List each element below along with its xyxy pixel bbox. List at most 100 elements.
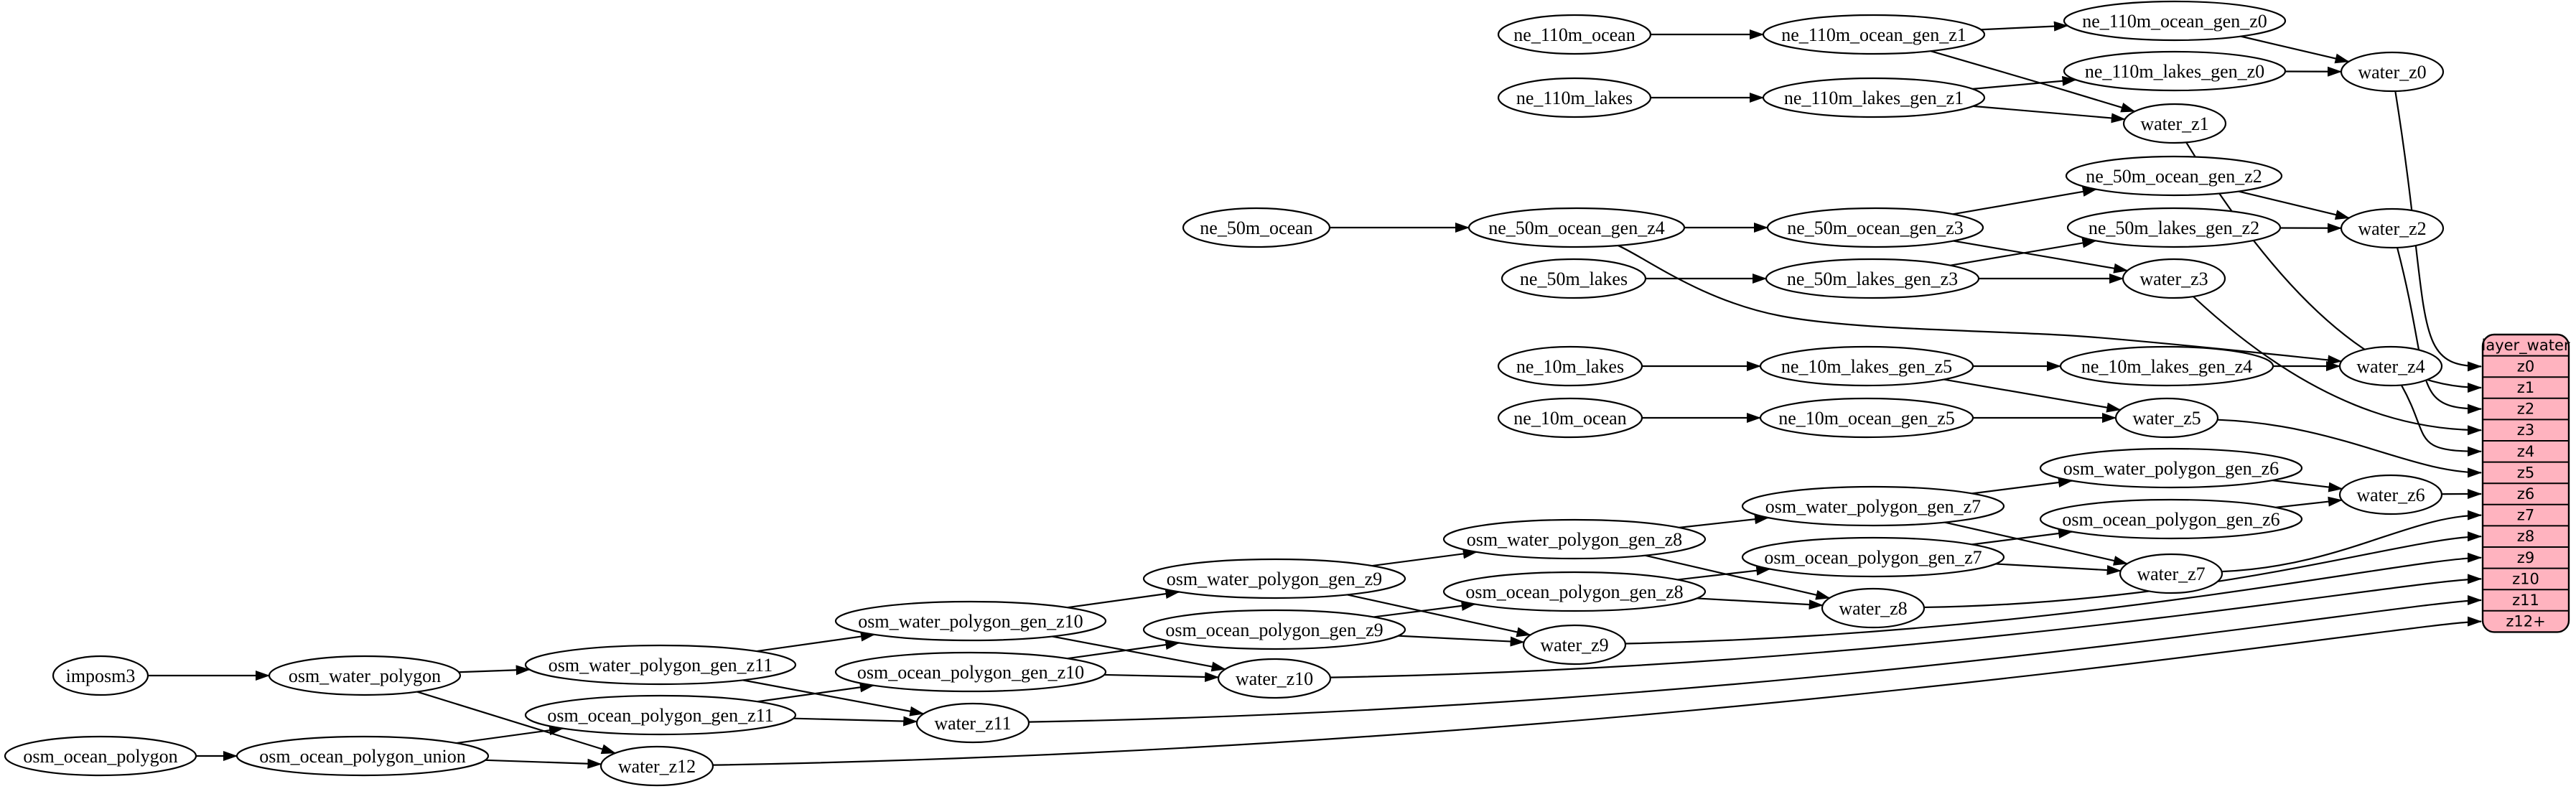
edge-water_z4-to-row-z4 [2400,384,2482,457]
edge-water_z3-to-row-z3 [2193,296,2482,436]
edge-water_z5-to-row-z5 [2217,419,2482,478]
node-label-osm_ocean_polygon: osm_ocean_polygon [23,746,177,767]
node-ne_50m_ocean: ne_50m_ocean [1182,207,1331,248]
node-water_z8: water_z8 [1821,587,1926,629]
node-ellipse-osm_water_polygon_gen_z11 [524,644,797,686]
node-ne_10m_lakes_gen_z5: ne_10m_lakes_gen_z5 [1759,345,1974,387]
node-label-osm_water_polygon_gen_z7: osm_water_polygon_gen_z7 [1765,496,1981,517]
node-osm_water_polygon_gen_z8: osm_water_polygon_gen_z8 [1442,518,1707,560]
edge-osm_water_polygon-to-water_z12 [416,691,616,755]
node-ne_110m_lakes_gen_z1: ne_110m_lakes_gen_z1 [1762,77,1986,118]
edge-osm_water_polygon_gen_z7-to-water_z7 [1944,521,2128,566]
node-ellipse-osm_ocean_polygon_gen_z7 [1741,536,2005,578]
node-ellipse-ne_110m_ocean [1497,14,1652,55]
node-ellipse-ne_110m_lakes_gen_z1 [1762,77,1986,118]
edge-osm_ocean_polygon_gen_z8-to-osm_ocean_polygon_gen_z7 [1677,565,1771,581]
node-ellipse-water_z8 [1821,587,1926,629]
node-label-ne_50m_ocean_gen_z4: ne_50m_ocean_gen_z4 [1488,218,1664,238]
node-ellipse-water_z5 [2114,397,2219,439]
node-ellipse-water_z7 [2119,553,2223,594]
node-ellipse-ne_50m_ocean_gen_z2 [2065,155,2283,197]
node-label-osm_water_polygon_gen_z11: osm_water_polygon_gen_z11 [549,655,773,676]
node-ellipse-imposm3 [52,655,149,696]
node-ellipse-osm_water_polygon_gen_z8 [1442,518,1707,560]
node-ellipse-ne_10m_lakes_gen_z5 [1759,345,1974,387]
edge-osm_ocean_polygon_gen_z9-to-water_z9 [1398,635,1525,647]
node-label-ne_110m_lakes_gen_z1: ne_110m_lakes_gen_z1 [1784,88,1964,108]
node-osm_ocean_polygon_gen_z6: osm_ocean_polygon_gen_z6 [2039,498,2303,540]
node-water_z9: water_z9 [1522,624,1627,666]
edge-water_z0-to-row-z0 [2394,90,2482,372]
node-label-osm_ocean_polygon_gen_z11: osm_ocean_polygon_gen_z11 [547,705,773,726]
table-row-z2: z2 [2517,401,2534,418]
node-label-osm_water_polygon_gen_z10: osm_water_polygon_gen_z10 [858,611,1083,632]
node-ellipse-osm_water_polygon_gen_z7 [1741,485,2005,527]
edge-osm_ocean_polygon_gen_z9-to-osm_ocean_polygon_gen_z8 [1373,600,1476,618]
node-ellipse-osm_water_polygon_gen_z6 [2039,447,2303,489]
node-label-osm_water_polygon_gen_z8: osm_water_polygon_gen_z8 [1467,529,1682,550]
node-ne_50m_ocean_gen_z4: ne_50m_ocean_gen_z4 [1467,207,1686,248]
node-osm_ocean_polygon_union: osm_ocean_polygon_union [235,735,490,777]
table-row-z5: z5 [2517,464,2534,481]
node-ne_10m_ocean_gen_z5: ne_10m_ocean_gen_z5 [1759,397,1974,439]
node-label-ne_50m_lakes: ne_50m_lakes [1520,269,1628,289]
node-label-osm_water_polygon_gen_z6: osm_water_polygon_gen_z6 [2063,458,2279,479]
node-label-osm_ocean_polygon_gen_z7: osm_ocean_polygon_gen_z7 [1764,547,1982,568]
node-label-water_z1: water_z1 [2140,113,2208,134]
node-ellipse-water_z1 [2122,103,2227,144]
node-label-water_z0: water_z0 [2358,62,2426,83]
edge-water_z9-to-row-z9 [1625,552,2482,645]
node-ellipse-ne_50m_ocean_gen_z3 [1766,207,1984,248]
node-label-ne_10m_ocean_gen_z5: ne_10m_ocean_gen_z5 [1778,408,1954,429]
node-ellipse-osm_ocean_polygon_gen_z11 [524,694,797,736]
node-ne_10m_ocean: ne_10m_ocean [1497,397,1643,439]
table-row-z11: z11 [2512,592,2539,609]
node-ellipse-water_z10 [1217,658,1332,699]
node-ellipse-water_z3 [2122,258,2226,299]
node-water_z11: water_z11 [915,702,1030,744]
edge-ne_110m_ocean_gen_z1-to-water_z1 [1931,50,2136,113]
node-ne_110m_lakes: ne_110m_lakes [1497,77,1652,118]
node-ellipse-ne_10m_ocean_gen_z5 [1759,397,1974,439]
node-ellipse-water_z6 [2338,474,2443,515]
table-row-z9: z9 [2517,549,2534,566]
node-ellipse-ne_50m_lakes_gen_z3 [1765,258,1980,299]
node-label-ne_50m_ocean_gen_z2: ne_50m_ocean_gen_z2 [2086,166,2262,187]
edge-osm_ocean_polygon_union-to-water_z12 [485,758,602,769]
edge-osm_water_polygon_gen_z9-to-water_z9 [1347,594,1531,638]
edge-osm_water_polygon_gen_z11-to-water_z11 [742,679,925,716]
node-label-osm_ocean_polygon_gen_z8: osm_ocean_polygon_gen_z8 [1465,582,1683,602]
node-ellipse-water_z12 [599,745,714,787]
node-ellipse-water_z4 [2338,345,2443,387]
node-ellipse-osm_ocean_polygon_gen_z8 [1442,571,1707,612]
node-osm_water_polygon: osm_water_polygon [268,655,462,696]
table-title: layer_water [2481,337,2570,355]
node-osm_water_polygon_gen_z7: osm_water_polygon_gen_z7 [1741,485,2005,527]
node-osm_ocean_polygon: osm_ocean_polygon [4,735,197,777]
node-ne_10m_lakes_gen_z4: ne_10m_lakes_gen_z4 [2059,345,2274,387]
node-label-osm_ocean_polygon_gen_z6: osm_ocean_polygon_gen_z6 [2062,509,2279,530]
edge-osm_ocean_polygon_gen_z8-to-water_z8 [1697,597,1824,610]
node-water_z0: water_z0 [2340,51,2445,93]
node-ellipse-ne_10m_lakes_gen_z4 [2059,345,2274,387]
node-ellipse-water_z11 [915,702,1030,744]
node-ne_50m_ocean_gen_z3: ne_50m_ocean_gen_z3 [1766,207,1984,248]
edge-water_z11-to-row-z11 [1028,595,2482,723]
node-ellipse-ne_110m_ocean_gen_z1 [1762,14,1986,55]
edge-water_z10-to-row-z10 [1330,574,2482,678]
node-label-ne_110m_lakes: ne_110m_lakes [1516,88,1633,108]
node-label-osm_water_polygon: osm_water_polygon [289,666,441,686]
table-row-z10: z10 [2512,570,2539,587]
node-osm_ocean_polygon_gen_z7: osm_ocean_polygon_gen_z7 [1741,536,2005,578]
node-label-water_z8: water_z8 [1839,598,1907,619]
edge-osm_water_polygon_gen_z10-to-osm_water_polygon_gen_z9 [1067,589,1180,609]
node-label-ne_110m_lakes_gen_z0: ne_110m_lakes_gen_z0 [2085,61,2264,82]
edge-osm_water_polygon_gen_z11-to-osm_water_polygon_gen_z10 [756,631,875,653]
node-ellipse-water_z9 [1522,624,1627,666]
node-ellipse-water_z2 [2340,207,2445,249]
node-ne_10m_lakes: ne_10m_lakes [1497,345,1643,387]
node-label-water_z4: water_z4 [2356,356,2425,377]
node-water_z7: water_z7 [2119,553,2223,594]
